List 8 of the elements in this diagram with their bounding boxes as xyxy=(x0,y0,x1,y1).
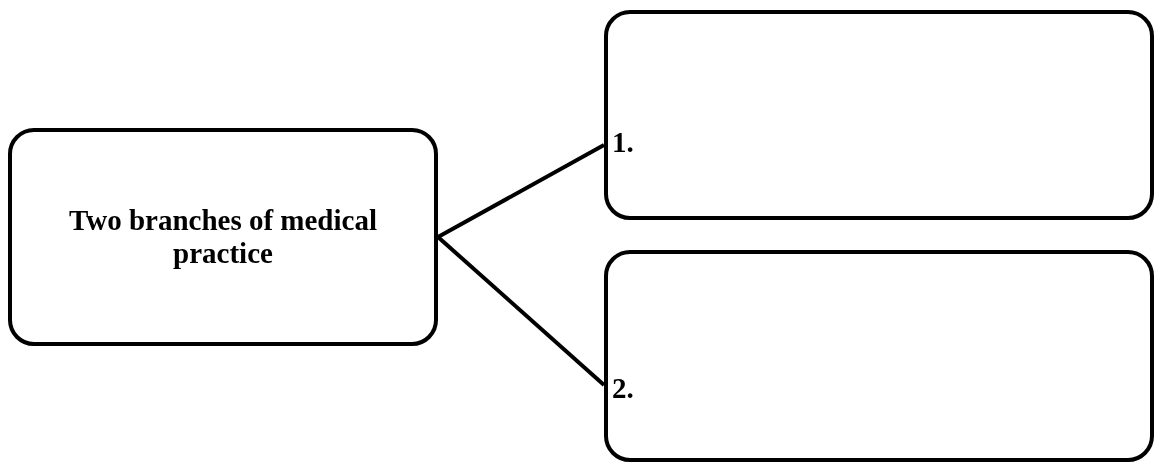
connector-line xyxy=(437,143,605,239)
box-label: 1. xyxy=(612,126,634,160)
connector-line xyxy=(436,235,606,387)
box-label: 2. xyxy=(612,372,634,406)
rounded-box xyxy=(604,10,1154,220)
rounded-box xyxy=(8,128,438,346)
rounded-box xyxy=(604,250,1154,462)
box-label: Two branches of medical practice xyxy=(68,203,378,271)
